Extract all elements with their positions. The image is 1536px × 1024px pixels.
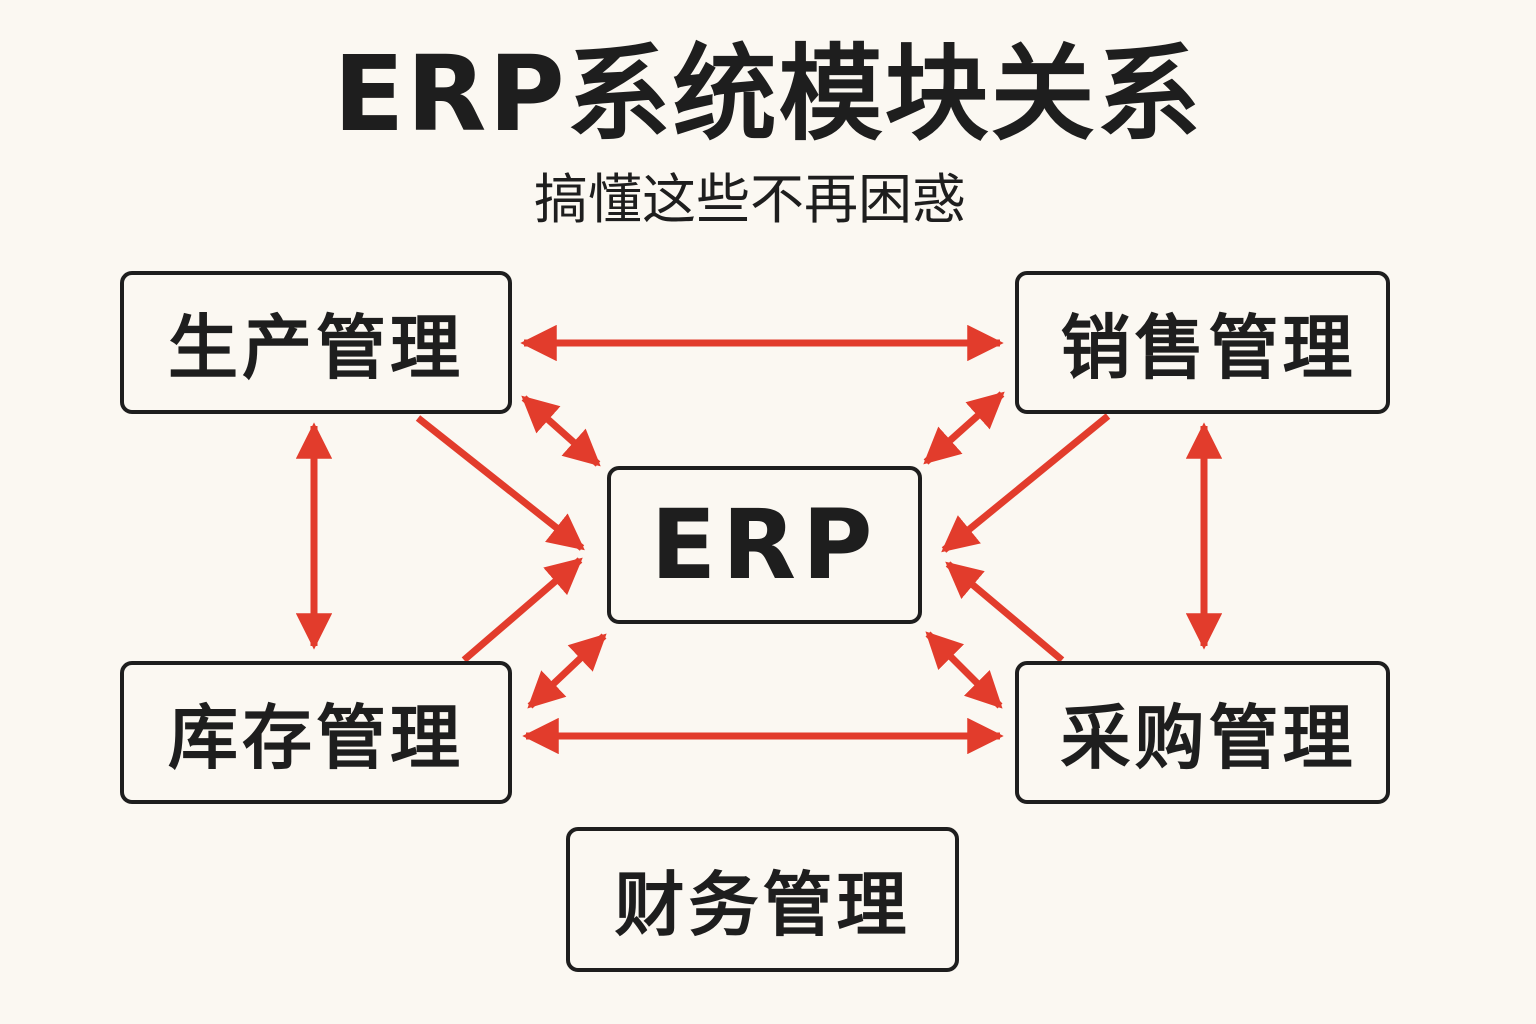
arrow-inventory-erp-bidirectional [527,633,607,709]
node-finance-label: 财务管理 [614,864,911,946]
arrow-inventory-to-erp [461,557,583,663]
node-sales-label: 销售管理 [1060,307,1357,389]
node-production-label: 生产管理 [168,307,464,389]
node-production[interactable]: 生产管理 [120,271,512,414]
node-sales[interactable]: 销售管理 [1015,271,1390,414]
node-erp[interactable]: ERP [607,466,922,624]
node-inventory-label: 库存管理 [168,697,464,779]
node-purchase[interactable]: 采购管理 [1015,661,1390,804]
arrow-production-erp-bidirectional [521,395,601,467]
node-purchase-label: 采购管理 [1060,697,1357,779]
arrow-purchase-to-erp [945,561,1065,663]
node-erp-label: ERP [650,489,879,601]
arrow-purchase-erp-bidirectional [925,631,1003,709]
node-finance[interactable]: 财务管理 [566,827,959,972]
diagram-subtitle: 搞懂这些不再困惑 [534,168,966,231]
node-inventory[interactable]: 库存管理 [120,661,512,804]
arrow-sales-to-erp [941,413,1111,553]
arrow-sales-erp-bidirectional [923,391,1005,465]
arrow-production-to-erp [415,415,585,551]
diagram-title: ERP系统模块关系 [333,33,1203,155]
